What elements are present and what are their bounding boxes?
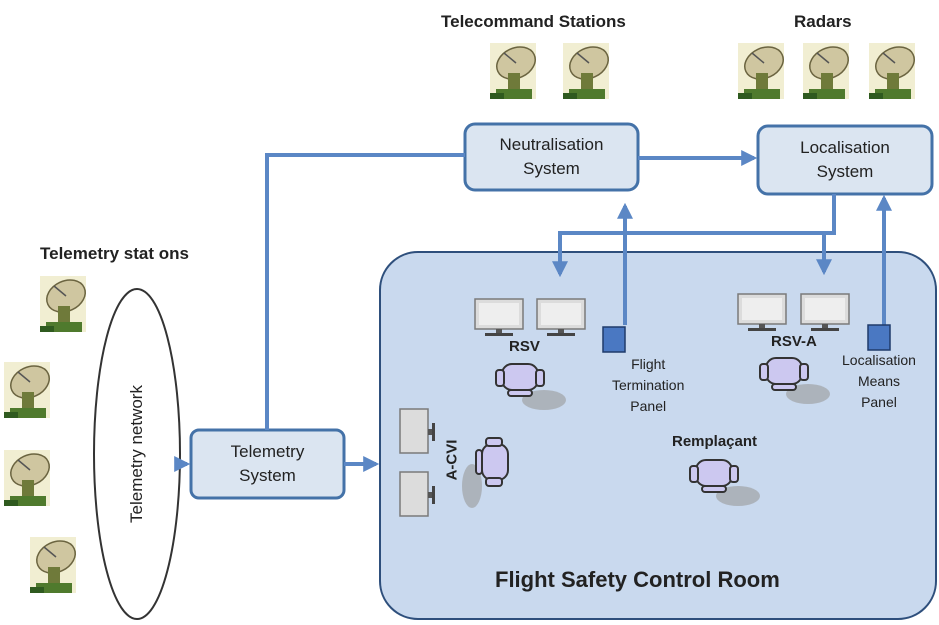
control-room-area bbox=[379, 251, 937, 620]
neutralisation-system-label: Neutralisation System bbox=[499, 135, 604, 178]
radars-heading: Radars bbox=[794, 12, 852, 31]
telecommand-dish-icon bbox=[562, 40, 615, 100]
telecommand-dish-icon bbox=[489, 40, 542, 100]
flight-termination-panel-icon bbox=[602, 326, 626, 353]
radar-dish-icon bbox=[737, 40, 790, 100]
line-telemetry-to-neutralisation bbox=[265, 153, 465, 430]
monitor-icon bbox=[399, 471, 435, 517]
telemetry-stations-heading: Telemetry stat ons bbox=[40, 244, 189, 263]
localisation-system-box bbox=[756, 124, 934, 196]
radar-dish-icon bbox=[868, 40, 921, 100]
telemetry-dish-icon bbox=[3, 359, 56, 419]
telemetry-system-label: Telemetry System bbox=[230, 442, 305, 485]
a-cvi-label: A-CVI bbox=[443, 439, 461, 481]
telemetry-network-label: Telemetry network bbox=[127, 385, 146, 523]
localisation-system-label: Localisation System bbox=[800, 138, 890, 181]
arrow-localisation-to-rsv bbox=[552, 194, 836, 278]
rsv-a-label: RSV-A bbox=[771, 333, 817, 350]
telemetry-dish-icon bbox=[29, 534, 82, 594]
control-room-title: Flight Safety Control Room bbox=[495, 567, 780, 592]
telemetry-dish-icon bbox=[39, 273, 92, 333]
flight-termination-panel-label: Flight Termination Panel bbox=[612, 356, 685, 414]
remplacant-label: Remplaçant bbox=[672, 433, 758, 450]
rsv-label: RSV bbox=[509, 338, 540, 355]
telecommand-stations-heading: Telecommand Stations bbox=[441, 12, 626, 31]
localisation-means-panel-icon bbox=[867, 324, 891, 351]
connectors bbox=[174, 150, 892, 472]
radar-dish-icon bbox=[802, 40, 855, 100]
telemetry-network-node bbox=[93, 288, 181, 620]
monitor-icon bbox=[399, 408, 435, 454]
localisation-means-panel-label: Localisation Means Panel bbox=[842, 352, 916, 410]
telemetry-dish-icon bbox=[3, 447, 56, 507]
